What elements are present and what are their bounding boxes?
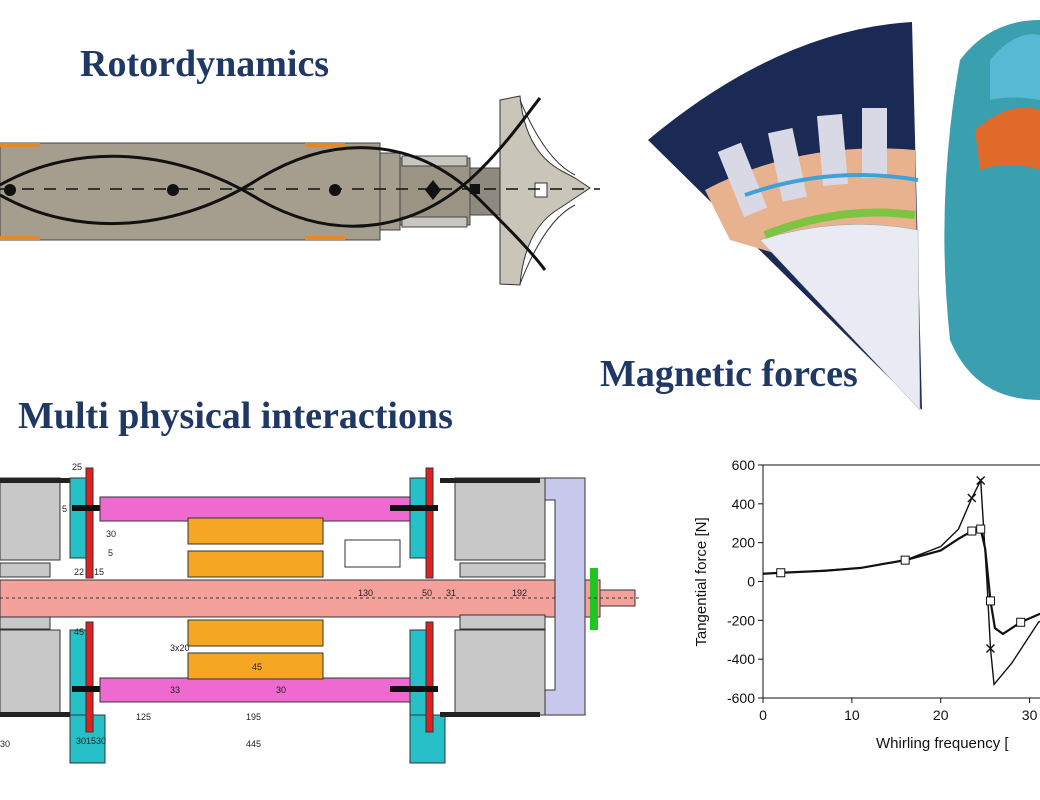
- y-tick-label: 0: [747, 574, 755, 590]
- series-line: [762, 477, 1040, 687]
- data-point: [900, 555, 910, 565]
- rotor-illustration: [0, 95, 600, 286]
- y-tick-label: -600: [727, 690, 755, 706]
- dim-label: 5: [62, 504, 67, 514]
- x-tick-label: 20: [933, 707, 949, 723]
- dim-label: 15: [86, 736, 96, 746]
- dim-label: 33: [170, 685, 180, 695]
- data-point: [985, 643, 995, 653]
- y-axis-label: Tangential force [N]: [693, 517, 710, 646]
- y-tick-label: 600: [732, 457, 756, 473]
- dim-label: 3x20: [170, 643, 190, 653]
- dim-label: 15: [94, 567, 104, 577]
- dim-label: 30: [0, 739, 10, 749]
- magnetic-fem-illustration: [648, 20, 1040, 411]
- dim-label: 31: [446, 588, 456, 598]
- data-point: [776, 568, 786, 578]
- x-axis-label: Whirling frequency [: [876, 735, 1009, 752]
- data-point: [967, 526, 977, 536]
- y-tick-label: -200: [727, 612, 755, 628]
- dim-label: 50: [422, 588, 432, 598]
- dim-label: 5: [108, 548, 113, 558]
- dim-label: 130: [358, 588, 373, 598]
- y-tick-label: 200: [732, 535, 756, 551]
- y-tick-label: -400: [727, 651, 755, 667]
- x-tick-label: 30: [1022, 707, 1038, 723]
- data-point: [976, 524, 986, 534]
- dim-label: 30: [276, 685, 286, 695]
- data-point: [985, 596, 995, 606]
- dim-label: 30: [96, 736, 106, 746]
- x-tick-label: 0: [759, 707, 767, 723]
- series-line: [762, 527, 1040, 636]
- title-multi-physics: Multi physical interactions: [18, 395, 453, 437]
- title-rotordynamics: Rotordynamics: [80, 43, 330, 85]
- dim-label: 22: [74, 567, 84, 577]
- data-point: [1016, 617, 1026, 627]
- dim-label: 25: [72, 462, 82, 472]
- dim-label: 45: [252, 662, 262, 672]
- dim-label: 30: [106, 529, 116, 539]
- machine-cross-section: 25 5 30 5 22 15 45 33 30 125 195 130 50 …: [0, 462, 640, 764]
- title-magnetic: Magnetic forces: [600, 353, 858, 395]
- dim-label: 45: [74, 627, 84, 637]
- x-tick-label: 10: [844, 707, 860, 723]
- dim-label: 192: [512, 588, 527, 598]
- dim-label: 445: [246, 739, 261, 749]
- dim-label: 30: [76, 736, 86, 746]
- y-tick-label: 400: [732, 496, 756, 512]
- dim-label: 125: [136, 712, 151, 722]
- data-point: [967, 493, 977, 503]
- dim-label: 195: [246, 712, 261, 722]
- data-point: [976, 476, 986, 486]
